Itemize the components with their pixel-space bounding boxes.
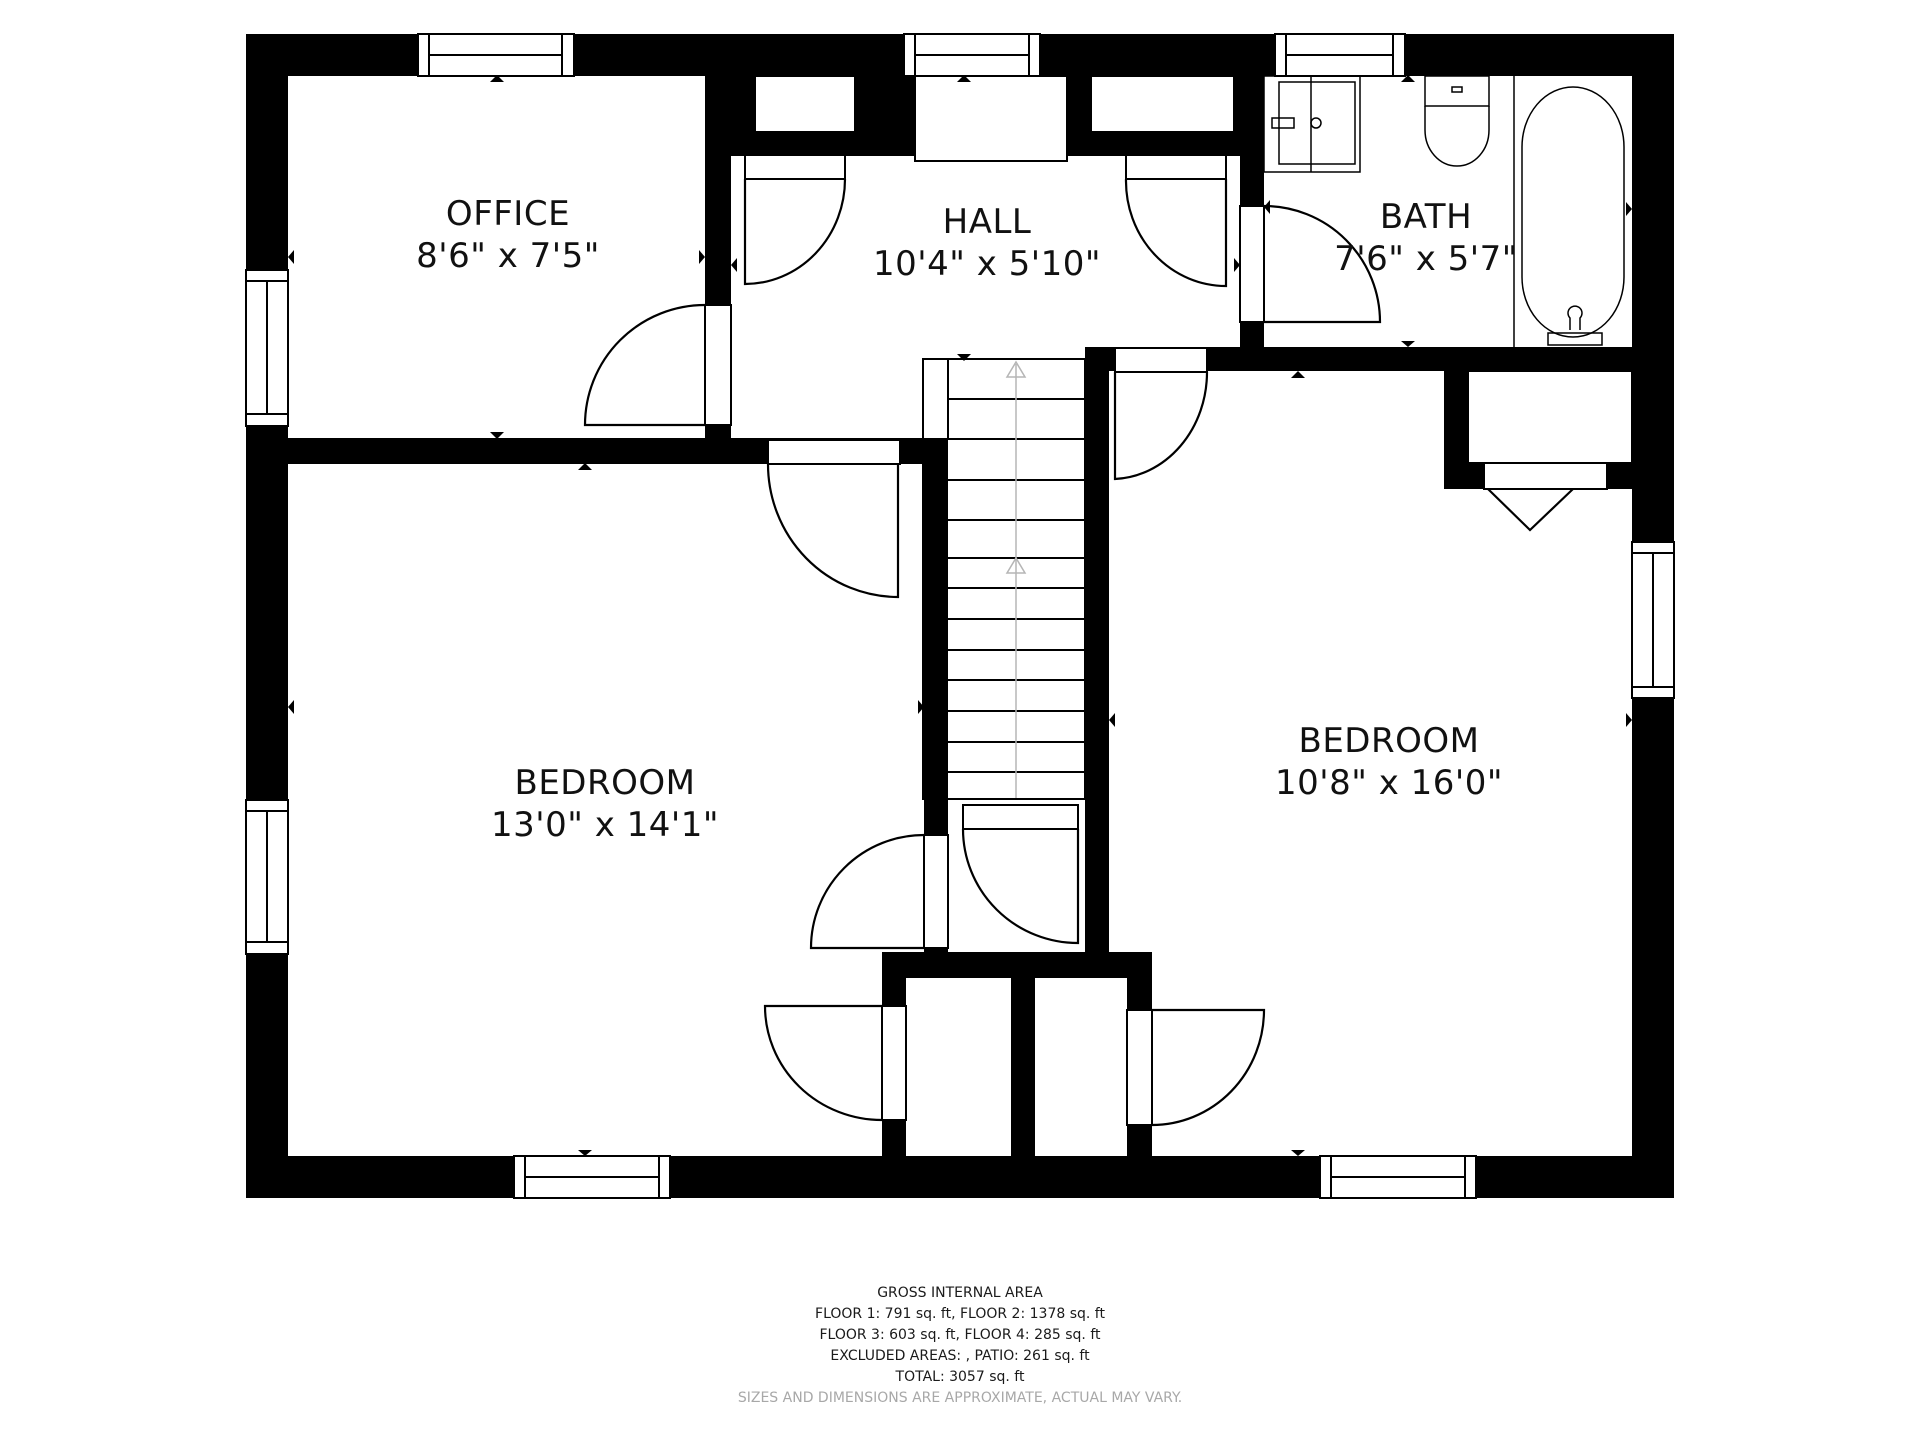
door-bath <box>1239 204 1382 324</box>
door-bedroom-right <box>1113 347 1209 481</box>
door-closet-stair-right <box>961 804 1080 945</box>
door-closet-bifold <box>1483 462 1608 532</box>
room-dimensions: 13'0" x 14'1" <box>491 805 719 845</box>
window-office-left <box>245 269 289 427</box>
staircase <box>922 358 1086 800</box>
area-summary: GROSS INTERNAL AREA FLOOR 1: 791 sq. ft,… <box>0 1283 1920 1409</box>
area-total: TOTAL: 3057 sq. ft <box>895 1369 1025 1385</box>
room-label-office: OFFICE 8'6" x 7'5" <box>416 193 600 277</box>
door-closet-bottom-right <box>1126 1008 1266 1127</box>
area-excluded: EXCLUDED AREAS: , PATIO: 261 sq. ft <box>830 1348 1090 1364</box>
room-dimensions: 10'8" x 16'0" <box>1275 763 1503 803</box>
doors <box>583 154 1608 1127</box>
windows <box>245 33 1675 1199</box>
area-floor-1-2: FLOOR 1: 791 sq. ft, FLOOR 2: 1378 sq. f… <box>815 1306 1105 1322</box>
room-name: BEDROOM <box>1298 721 1480 761</box>
window-bedroom-right-side <box>1631 541 1675 699</box>
bathtub <box>1513 76 1625 347</box>
room-name: BATH <box>1379 197 1473 237</box>
area-floor-3-4: FLOOR 3: 603 sq. ft, FLOOR 4: 285 sq. ft <box>819 1327 1101 1343</box>
window-bath-top <box>1274 33 1406 77</box>
window-office-top <box>417 33 575 77</box>
toilet <box>1424 75 1490 167</box>
window-bedroom-right-bottom <box>1319 1155 1477 1199</box>
door-closet-bottom-left <box>763 1004 907 1122</box>
room-label-bath: BATH 7'6" x 5'7" <box>1334 196 1518 280</box>
room-name: BEDROOM <box>514 763 696 803</box>
door-hall-closet-right <box>1124 154 1228 288</box>
room-dimensions: 10'4" x 5'10" <box>873 244 1101 284</box>
door-office <box>583 303 732 427</box>
room-label-bedroom-left: BEDROOM 13'0" x 14'1" <box>491 762 719 846</box>
area-disclaimer: SIZES AND DIMENSIONS ARE APPROXIMATE, AC… <box>737 1390 1183 1406</box>
room-label-hall: HALL 10'4" x 5'10" <box>873 201 1101 285</box>
room-name: OFFICE <box>445 194 571 234</box>
bath-fixtures <box>1263 75 1625 347</box>
window-hall-top <box>903 33 1041 77</box>
door-hall-closet-left <box>743 154 847 286</box>
room-label-bedroom-right: BEDROOM 10'8" x 16'0" <box>1275 720 1503 804</box>
door-bedroom-left <box>766 439 901 599</box>
vanity-sink <box>1263 75 1361 173</box>
window-bedroom-left-bottom <box>513 1155 671 1199</box>
area-summary-title: GROSS INTERNAL AREA <box>877 1285 1043 1301</box>
room-dimensions: 8'6" x 7'5" <box>416 236 600 276</box>
room-name: HALL <box>942 202 1032 242</box>
dimension-markers <box>288 75 1632 1156</box>
room-dimensions: 7'6" x 5'7" <box>1334 239 1518 279</box>
door-closet-stair-left <box>809 833 949 950</box>
window-bedroom-left-side <box>245 799 289 955</box>
